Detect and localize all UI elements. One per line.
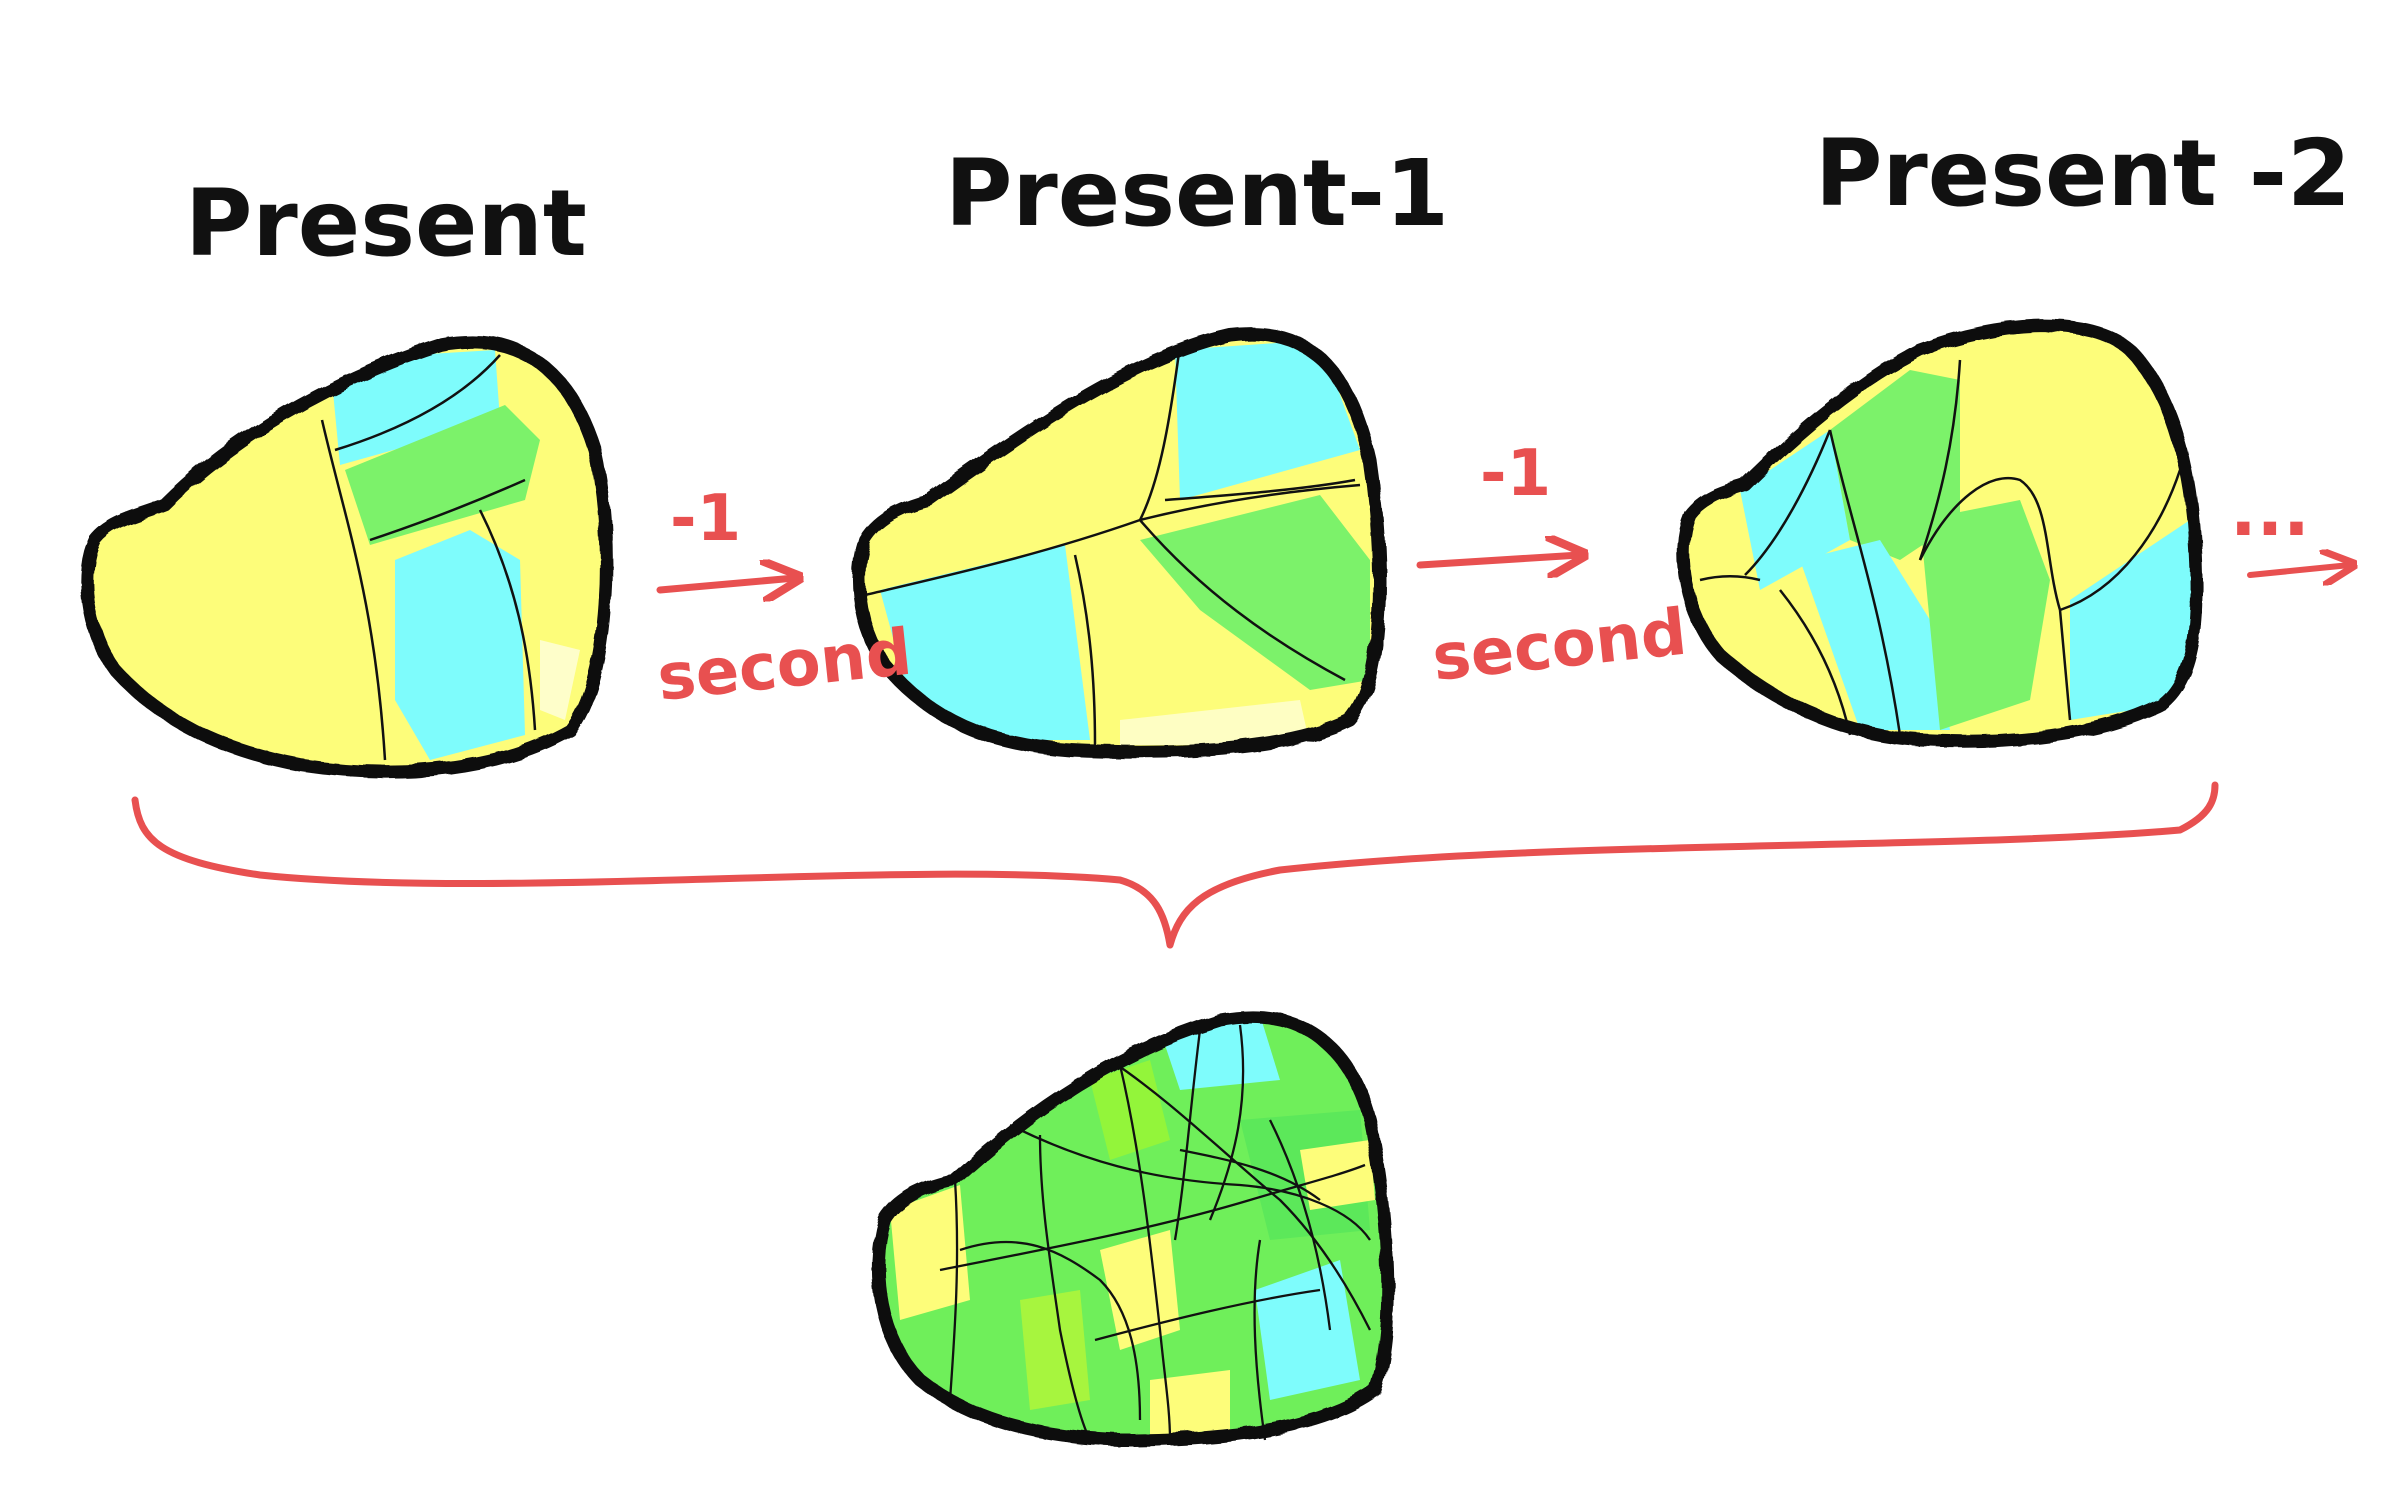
arrow-bottom-label: second xyxy=(654,616,915,716)
arrow-continuation: ... xyxy=(2230,470,2350,575)
blob-combined-result xyxy=(871,1010,1395,1447)
ellipsis-label: ... xyxy=(2230,470,2310,552)
panel-title-present-1: Present-1 xyxy=(945,140,1449,247)
panel-title-present: Present xyxy=(185,170,587,277)
blob-outline xyxy=(871,1010,1395,1447)
arrow-top-label: -1 xyxy=(1480,437,1551,511)
arrow-top-label: -1 xyxy=(670,482,741,556)
summation-brace xyxy=(131,781,2219,949)
blob-present-2 xyxy=(1676,319,2204,748)
blob-outline xyxy=(852,327,1387,759)
blob-outline xyxy=(1676,319,2204,748)
arrow-present-1-to-present-2: -1 second xyxy=(1416,437,1690,696)
blob-present xyxy=(80,335,613,779)
panel-title-present-2: Present -2 xyxy=(1815,120,2351,227)
blob-present-1 xyxy=(852,327,1387,759)
arrow-bottom-label: second xyxy=(1429,596,1690,696)
blob-outline xyxy=(80,335,613,779)
